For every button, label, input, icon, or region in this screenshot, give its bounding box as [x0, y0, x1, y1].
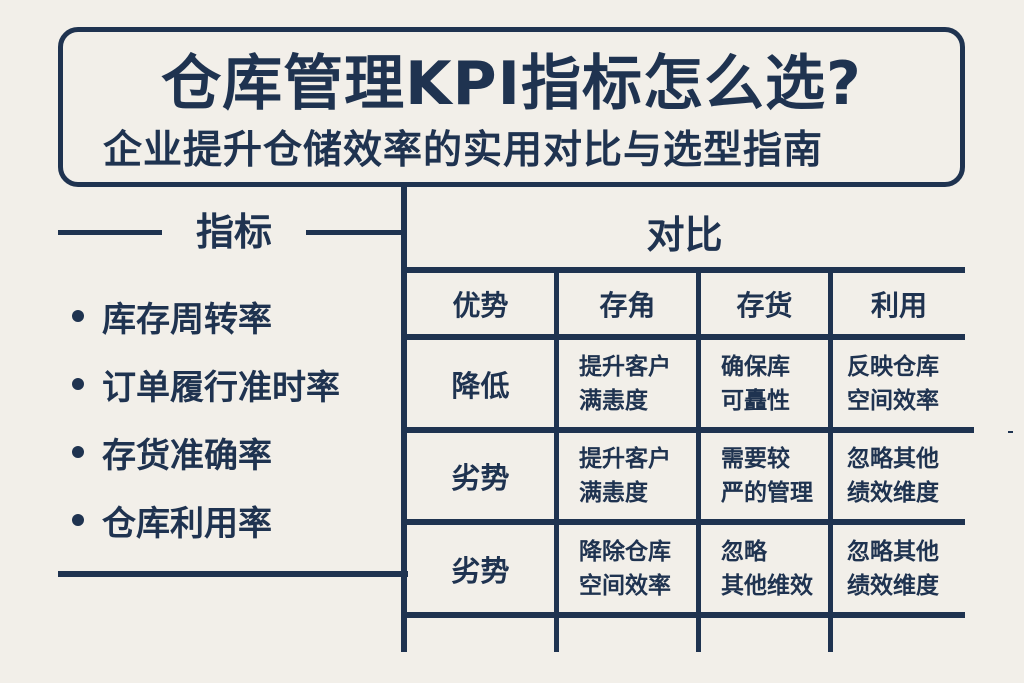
table-row-label: 劣势 [451, 461, 510, 495]
left-bottom-rule [58, 571, 408, 577]
table-cell: 反映仓库 空间效率 [847, 353, 939, 414]
table-rule [404, 267, 965, 273]
metric-item: 存货准确率 [72, 418, 340, 486]
table-column-rule [554, 267, 559, 652]
comparison-heading: 对比 [646, 213, 723, 257]
heading-rule-left [58, 230, 162, 235]
table-row-label: 降低 [451, 368, 510, 403]
metric-label: 库存周转率 [102, 299, 272, 340]
table-row-label: 劣势 [451, 553, 510, 588]
page-title: 仓库管理KPI指标怎么选? [161, 49, 862, 119]
table-header-cell: 利用 [870, 288, 927, 322]
metric-label: 存货准确率 [102, 435, 272, 476]
table-rule [404, 334, 965, 340]
table-cell: 忽略 其他维效 [721, 538, 813, 599]
bullet-dot-icon [72, 514, 84, 526]
metrics-list: 库存周转率 订单履行准时率 存货准确率 仓库利用率 [72, 282, 340, 554]
title-box: 仓库管理KPI指标怎么选? 企业提升仓储效率的实用对比与选型指南 [58, 27, 965, 187]
table-rule [404, 519, 965, 525]
table-header-cell: 优势 [452, 288, 509, 322]
metric-item: 仓库利用率 [72, 486, 340, 554]
table-tick-mark [1008, 431, 1013, 433]
page-subtitle: 企业提升仓储效率的实用对比与选型指南 [103, 128, 824, 173]
bullet-dot-icon [72, 446, 84, 458]
metrics-heading-label: 指标 [195, 210, 272, 254]
bullet-dot-icon [72, 310, 84, 322]
table-cell: 忽略其他 绩效维度 [847, 538, 939, 599]
table-cell: 确保库 可矗性 [721, 353, 790, 414]
metric-item: 库存周转率 [72, 282, 340, 350]
table-rule [404, 612, 965, 618]
heading-rule-right [306, 230, 404, 235]
table-column-rule [696, 267, 701, 652]
bullet-dot-icon [72, 378, 84, 390]
table-header-cell: 存货 [736, 288, 793, 322]
table-cell: 提升客户 满恚度 [579, 446, 671, 506]
metric-label: 仓库利用率 [102, 503, 272, 544]
panel-divider [401, 187, 407, 652]
table-column-rule [828, 267, 833, 652]
table-cell: 需要较 严的管理 [721, 446, 813, 506]
table-row-label [407, 618, 554, 652]
metrics-heading: 指标 [58, 203, 404, 263]
table-cell: 忽略其他 绩效维度 [847, 446, 939, 506]
table-cell: 降除仓库 空间效率 [579, 538, 671, 599]
table-header-cell: 存角 [599, 288, 656, 322]
metric-item: 订单履行准时率 [72, 350, 340, 418]
table-rule [404, 427, 974, 433]
table-cell: 提升客户 满恚度 [579, 353, 671, 414]
metric-label: 订单履行准时率 [102, 367, 340, 408]
